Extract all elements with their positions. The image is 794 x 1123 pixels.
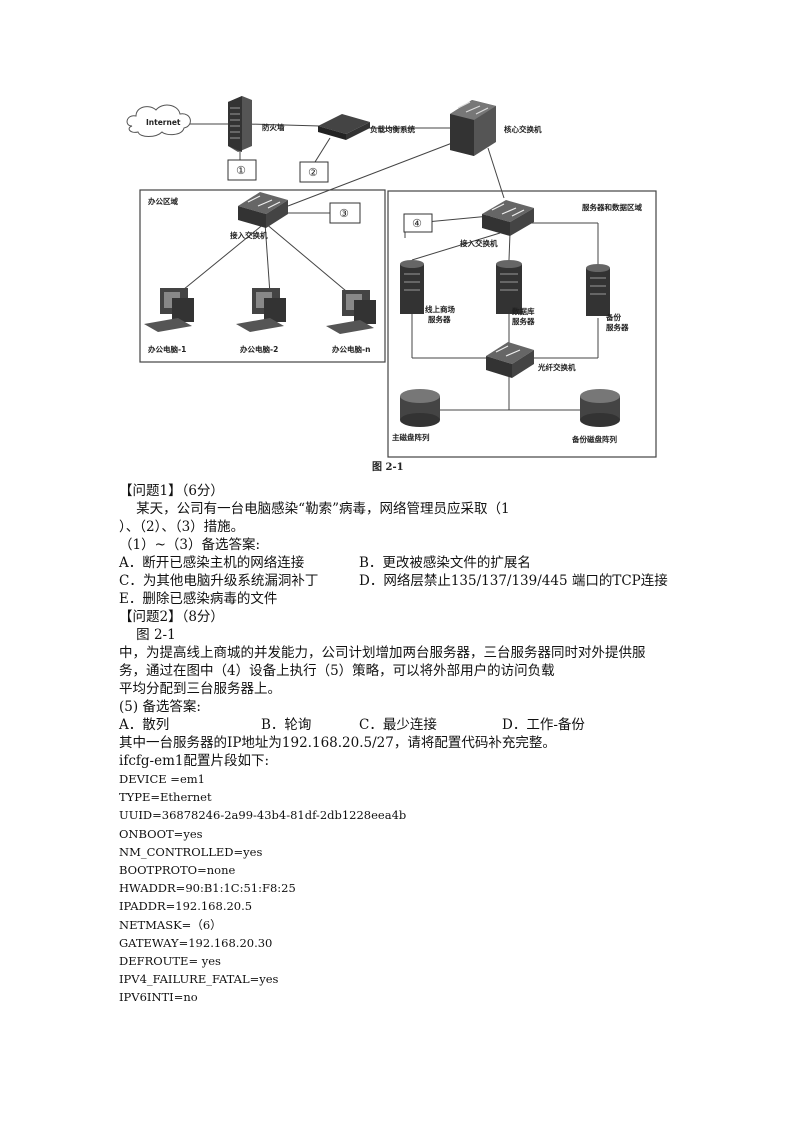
q2-figure-ref: 图 2-1 [119,627,176,643]
server-area-frame [387,190,657,458]
code-line: HWADDR=90:B1:1C:51:F8:25 [119,881,296,896]
main-disk-array-icon [400,389,440,427]
core-switch-icon [450,100,496,156]
office-area-label: 办公区域 [148,196,178,206]
q1-paragraph-1: 某天，公司有一台电脑感染“勒索”病毒，网络管理员应采取（1 [119,501,510,517]
backup-server-icon [586,264,610,316]
core-switch-label: 核心交换机 [504,124,542,134]
q2-paragraph-4: 其中一台服务器的IP地址为192.168.20.5/27，请将配置代码补充完整。 [119,735,556,751]
placeholder-box-4-label: ④ [412,217,422,230]
code-line: IPADDR=192.168.20.5 [119,899,253,914]
office-area-frame [139,189,386,363]
backup-disk-array-icon [580,389,620,427]
code-line: UUID=36878246-2a99-43b4-81df-2db1228eea4… [119,808,407,823]
office-access-switch-label: 接入交换机 [230,230,268,240]
load-balancer-icon [318,114,370,140]
q2-option-b: B．轮询 [261,717,312,733]
q1-option-c: C．为其他电脑升级系统漏洞补丁 [119,573,319,589]
placeholder-box-1-label: ① [236,164,246,177]
pc-1-label: 办公电脑-1 [148,344,186,354]
fiber-switch-label: 光纤交换机 [537,362,576,372]
db-server-label-1: 数据库 [512,306,535,316]
config-code-block: DEVICE =em1 TYPE=Ethernet UUID=36878246-… [119,770,679,1006]
q1-paragraph-2: ）、（2）、（3）措施。 [119,519,245,535]
question-text: 【问题1】（6分） 某天，公司有一台电脑感染“勒索”病毒，网络管理员应采取（1 … [119,482,679,1006]
internet-cloud-icon: Internet [126,104,191,137]
code-line: BOOTPROTO=none [119,862,236,877]
code-line: ONBOOT=yes [119,826,203,841]
code-line: GATEWAY=192.168.20.30 [119,935,273,950]
placeholder-box-3-label: ③ [339,207,349,220]
firewall-icon [228,96,252,152]
internet-label: Internet [146,118,181,127]
placeholder-box-3 [329,202,361,224]
code-line: DEVICE =em1 [119,772,205,786]
server-access-switch-icon [482,200,534,236]
backup-server-label-1: 备份 [605,312,621,322]
pc-n-label: 办公电脑-n [332,344,370,354]
code-line: IPV4_FAILURE_FATAL=yes [119,972,279,987]
pc-1-icon [144,288,194,332]
db-server-label-2: 服务器 [512,316,535,326]
code-line: NM_CONTROLLED=yes [119,844,263,859]
q1-options-row-2: C．为其他电脑升级系统漏洞补丁 D．网络层禁止135/137/139/445 端… [119,572,679,590]
firewall-label: 防火墙 [262,122,285,132]
code-line: NETMASK=（6） [119,917,222,932]
pc-n-icon [326,290,376,334]
q2-paragraph-1: 中，为提高线上商城的并发能力，公司计划增加两台服务器，三台服务器同时对外提供服 [119,645,646,661]
office-access-switch-icon [238,192,288,228]
main-disk-array-label: 主磁盘阵列 [392,432,430,442]
placeholder-box-2 [299,161,329,183]
q1-option-d: D．网络层禁止135/137/139/445 端口的TCP连接 [359,573,668,589]
q2-options-heading: (5) 备选答案: [119,699,201,715]
q2-paragraph-3: 平均分配到三台服务器上。 [119,681,281,697]
figure-caption: 图 2-1 [372,461,404,473]
placeholder-box-2-label: ② [308,166,318,179]
q2-title: 【问题2】（8分） [119,609,224,625]
q1-options-heading: （1）~（3）备选答案: [119,537,261,553]
q2-options-row: A．散列 B．轮询 C．最少连接 D．工作-备份 [119,716,679,734]
q2-option-c: C．最少连接 [359,717,437,733]
q1-option-a: A．断开已感染主机的网络连接 [119,555,305,571]
pc-2-label: 办公电脑-2 [240,344,278,354]
server-access-switch-label: 接入交换机 [460,238,498,248]
q2-paragraph-5: ifcfg-em1配置片段如下: [119,753,270,769]
network-topology-diagram: Internet 防火墙 负载均衡系统 核心交换机 ① ② ③ ④ 办公区域 服… [126,96,657,473]
q2-option-a: A．散列 [119,717,170,733]
placeholder-box-1 [227,159,257,181]
q1-options-row-1: A．断开已感染主机的网络连接 B．更改被感染文件的扩展名 [119,554,679,572]
db-server-icon [496,260,522,314]
shop-server-label-1: 线上商场 [425,304,455,314]
placeholder-box-4 [403,213,433,233]
q1-option-e: E．删除已感染病毒的文件 [119,591,278,607]
pc-2-icon [236,288,286,332]
backup-server-label-2: 服务器 [606,322,629,332]
code-line: DEFROUTE= yes [119,953,221,968]
q1-option-b: B．更改被感染文件的扩展名 [359,555,531,571]
fiber-switch-icon [486,342,534,378]
code-line: TYPE=Ethernet [119,790,212,805]
q2-paragraph-2: 务，通过在图中（4）设备上执行（5）策略，可以将外部用户的访问负载 [119,663,555,679]
shop-server-icon [400,260,424,314]
q1-title: 【问题1】（6分） [119,483,224,499]
load-balancer-label: 负载均衡系统 [370,124,415,134]
q2-option-d: D．工作-备份 [502,717,585,733]
code-line: IPV6INTI=no [119,990,198,1005]
backup-disk-array-label: 备份磁盘阵列 [571,434,617,444]
server-area-label: 服务器和数据区域 [582,202,642,212]
shop-server-label-2: 服务器 [428,314,451,324]
